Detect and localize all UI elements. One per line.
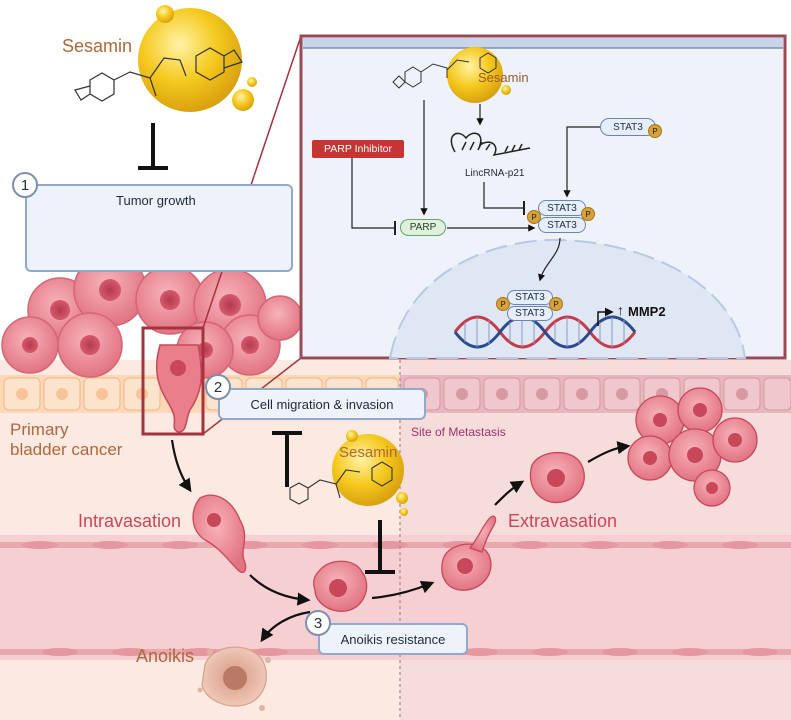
step-2-badge: 2 — [205, 374, 231, 400]
step-2-box: Cell migration & invasion — [218, 388, 426, 420]
sesamin-inset-molecule — [392, 52, 497, 89]
metastatic-tumor — [627, 387, 758, 507]
lincrna-structure — [450, 132, 531, 157]
stat3-dimer-top: STAT3 — [538, 200, 586, 216]
extravasation-label: Extravasation — [508, 511, 618, 531]
lincrna-label: LincRNA-p21 — [465, 168, 525, 179]
zoom-region-box — [141, 326, 205, 436]
tumor-growth-box — [25, 184, 293, 272]
site-of-metastasis-label: Site of Metastasis — [411, 425, 506, 439]
sesamin-top-label: Sesamin — [62, 36, 133, 56]
step-3-box: Anoikis resistance — [318, 623, 468, 655]
stat3-nuclear-bottom: STAT3 — [507, 306, 553, 321]
step-1-badge: 1 — [12, 172, 38, 198]
stat3-free-phospho: P — [648, 124, 662, 138]
stat3-nuclear-phospho-left: P — [496, 297, 510, 311]
stat3-dimer-phospho-right: P — [581, 207, 595, 221]
anoikis-label: Anoikis — [136, 646, 195, 666]
sesamin-top-molecule — [74, 47, 243, 102]
stat3-dimer-bottom: STAT3 — [538, 217, 586, 233]
lincrna-to-stat3-line — [483, 182, 524, 209]
parp-inhibitor-box: PARP Inhibitor — [312, 140, 404, 158]
stat3-dimer-phospho-left: P — [527, 210, 541, 224]
primary-cancer-label-line2: bladder cancer — [10, 440, 123, 459]
cell-membrane — [303, 38, 783, 48]
intravasating-cell — [192, 494, 247, 574]
primary-tumor-mass — [1, 253, 303, 379]
mmp2-label: MMP2 — [628, 304, 666, 319]
zoom-connector-top — [202, 35, 302, 329]
transcription-arrow — [597, 307, 614, 326]
primary-cancer-label-line1: Primary — [10, 420, 69, 439]
step-3-badge: 3 — [305, 610, 331, 636]
sesamin-top-bubble — [138, 8, 242, 112]
parp-inhibition-line — [351, 158, 395, 229]
intravasation-label: Intravasation — [78, 511, 182, 531]
invading-tumor-front — [155, 344, 203, 433]
stat3-nuclear-top: STAT3 — [507, 290, 553, 305]
parp-pill: PARP — [400, 219, 446, 236]
metastasis-epithelium — [400, 375, 791, 413]
sesamin-middle-label: Sesamin — [339, 444, 398, 461]
extravasating-cell — [441, 515, 497, 591]
anoikis-cell — [197, 646, 271, 711]
sesamin-middle-bubble — [332, 434, 404, 506]
sesamin-inset-label: Sesamin — [478, 70, 529, 85]
metastasis-path-arrows — [170, 439, 631, 643]
circulating-cell — [313, 560, 368, 612]
stat3-nuclear-phospho-right: P — [549, 297, 563, 311]
sesamin-middle-molecule — [289, 461, 393, 505]
endothelial-cells — [22, 541, 778, 656]
dna-helix — [453, 315, 637, 349]
stat3-nuclear-translocation-arrow — [538, 237, 561, 282]
stat3-phosphorylation-arrow — [563, 126, 600, 198]
mmp2-up-arrow: ↑ — [617, 302, 624, 318]
migrating-cell — [529, 451, 585, 504]
tumor-growth-label: Tumor growth — [116, 193, 196, 208]
